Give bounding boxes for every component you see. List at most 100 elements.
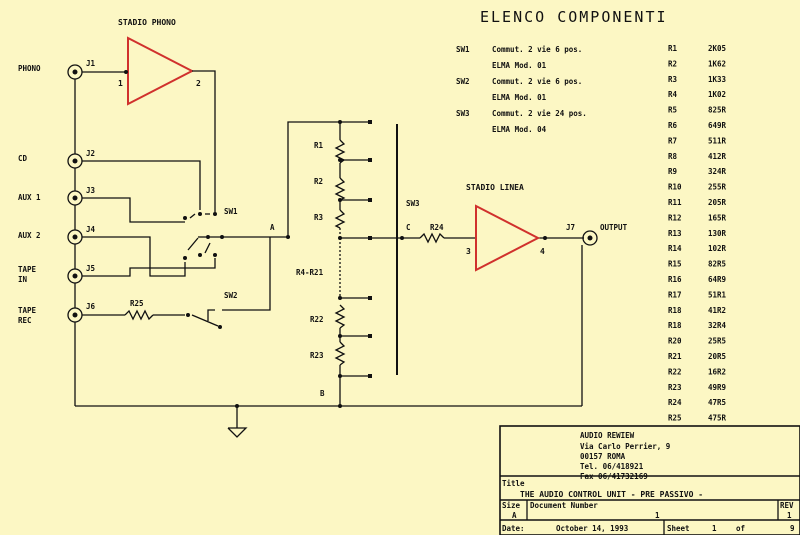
resistor-value: 205R xyxy=(708,198,727,207)
company-fax: Fax 06/41732169 xyxy=(580,472,648,481)
resistor-value: 1K02 xyxy=(708,90,726,99)
resistor-value: 41R2 xyxy=(708,306,726,315)
output-jack-label: J7 xyxy=(566,223,575,232)
size-field-label: Size xyxy=(502,501,521,510)
size-value: A xyxy=(512,511,517,520)
resistor-ref: R4 xyxy=(668,90,678,99)
node-c-label: C xyxy=(406,223,411,232)
resistor-ref: R20 xyxy=(668,337,682,346)
resistor-ref: R1 xyxy=(668,44,678,53)
switch-list-ref: SW1 xyxy=(456,45,470,54)
resistor-ref: R3 xyxy=(668,75,678,84)
input-label: TAPE xyxy=(18,306,37,315)
input-label: AUX 1 xyxy=(18,193,41,202)
input-label: AUX 2 xyxy=(18,231,41,240)
resistor-value: 32R4 xyxy=(708,321,727,330)
switch-list: SW1 Commut. 2 vie 6 pos. ELMA Mod. 01 SW… xyxy=(456,45,587,134)
r4-r21-label: R4-R21 xyxy=(296,268,324,277)
resistor-value: 25R5 xyxy=(708,337,726,346)
resistor-value: 64R9 xyxy=(708,275,727,284)
docnum-field-label: Document Number xyxy=(530,501,598,510)
resistor-value: 165R xyxy=(708,213,727,222)
input-label: CD xyxy=(18,154,28,163)
resistor-value: 475R xyxy=(708,414,727,423)
resistor-ref: R14 xyxy=(668,244,682,253)
rev-value: 1 xyxy=(787,511,792,520)
switch-list-desc: Commut. 2 vie 6 pos. xyxy=(492,77,582,86)
resistor-value: 51R1 xyxy=(708,290,727,299)
sw2-label: SW2 xyxy=(224,291,238,300)
input-jack-aux2: AUX 2 J4 xyxy=(18,225,96,245)
switch-list-ref: SW3 xyxy=(456,109,470,118)
resistor-ref: R6 xyxy=(668,121,678,130)
line-pin-in: 3 xyxy=(466,247,471,256)
phono-pin-out: 2 xyxy=(196,79,201,88)
resistor-ref: R23 xyxy=(668,383,682,392)
input-label: PHONO xyxy=(18,64,41,73)
switch-list-ref: SW2 xyxy=(456,77,470,86)
resistor-ref: R9 xyxy=(668,167,678,176)
of-value: 9 xyxy=(790,524,795,533)
node-a-label: A xyxy=(270,223,275,232)
node-b-label: B xyxy=(320,389,325,398)
phono-amplifier-symbol xyxy=(127,36,195,106)
resistor-ref: R2 xyxy=(668,59,677,68)
rev-field-label: REV xyxy=(780,501,794,510)
input-jack-cd: CD J2 xyxy=(18,149,95,169)
resistor-ref: R16 xyxy=(668,275,682,284)
drawing-title: THE AUDIO CONTROL UNIT - PRE PASSIVO - xyxy=(520,490,703,499)
phono-stage-label: STADIO PHONO xyxy=(118,18,176,27)
input-label: TAPE xyxy=(18,265,37,274)
switch-list-desc: ELMA Mod. 04 xyxy=(492,125,547,134)
resistor-ref: R11 xyxy=(668,198,682,207)
line-stage-label: STADIO LINEA xyxy=(466,183,524,192)
page-title: ELENCO COMPONENTI xyxy=(480,8,668,26)
date-value: October 14, 1993 xyxy=(556,524,629,533)
input-label: IN xyxy=(18,275,28,284)
phono-pin-in: 1 xyxy=(118,79,123,88)
of-field-label: of xyxy=(736,524,745,533)
resistor-value: 825R xyxy=(708,106,727,115)
company-address: Via Carlo Perrier, 9 xyxy=(580,442,671,451)
input-jack-tape-rec: TAPE REC J6 xyxy=(18,302,96,325)
resistor-ref: R15 xyxy=(668,260,682,269)
switch-list-desc: Commut. 2 vie 6 pos. xyxy=(492,45,582,54)
resistor-value: 649R xyxy=(708,121,727,130)
jack-label: J6 xyxy=(86,302,96,311)
input-jack-phono: PHONO J1 xyxy=(18,59,96,80)
resistor-value: 1K33 xyxy=(708,75,727,84)
resistor-value: 130R xyxy=(708,229,727,238)
resistor-ref: R22 xyxy=(668,367,682,376)
resistor-value: 1K62 xyxy=(708,59,726,68)
input-jack-aux1: AUX 1 J3 xyxy=(18,186,96,206)
output-label: OUTPUT xyxy=(600,223,628,232)
input-jack-tape-in: TAPE IN J5 xyxy=(18,264,95,284)
resistor-ref: R17 xyxy=(668,290,682,299)
resistor-value: 49R9 xyxy=(708,383,727,392)
resistor-ref: R12 xyxy=(668,213,682,222)
sw3-label: SW3 xyxy=(406,199,420,208)
jack-label: J3 xyxy=(86,186,96,195)
jack-label: J5 xyxy=(86,264,95,273)
resistor-ref: R10 xyxy=(668,183,682,192)
switch-list-desc: Commut. 2 vie 24 pos. xyxy=(492,109,587,118)
r2-label: R2 xyxy=(314,177,323,186)
r25-label: R25 xyxy=(130,299,144,308)
resistor-value: 511R xyxy=(708,136,727,145)
resistor-ref: R21 xyxy=(668,352,682,361)
resistor-value: 20R5 xyxy=(708,352,726,361)
company-name: AUDIO REWIEW xyxy=(580,431,635,440)
r1-label: R1 xyxy=(314,141,324,150)
resistor-ref: R5 xyxy=(668,106,677,115)
sheet-value: 1 xyxy=(712,524,717,533)
sw1-label: SW1 xyxy=(224,207,238,216)
resistor-ref: R24 xyxy=(668,398,682,407)
r22-label: R22 xyxy=(310,315,324,324)
resistor-value: 255R xyxy=(708,183,727,192)
resistor-value: 412R xyxy=(708,152,727,161)
title-field-label: Title xyxy=(502,479,525,488)
switch-list-desc: ELMA Mod. 01 xyxy=(492,93,547,102)
jack-label: J4 xyxy=(86,225,96,234)
